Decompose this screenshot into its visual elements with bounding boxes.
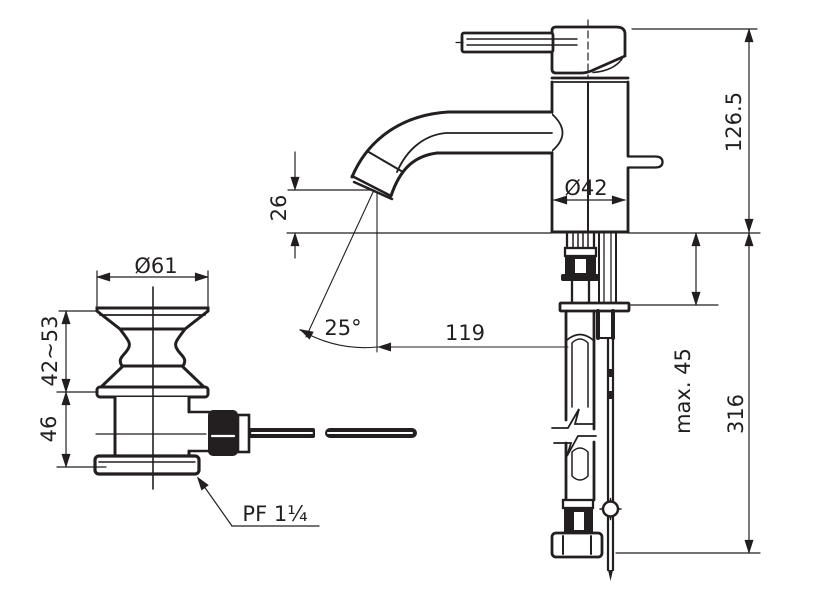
label-thread: PF 1¼ (242, 502, 307, 526)
label-spout-angle: 25° (324, 316, 361, 340)
rod-pivot-ball (601, 500, 620, 518)
dim-spout-angle: 25° (298, 189, 378, 353)
hose-break-symbol (551, 408, 595, 429)
label-below-deck-length: 316 (724, 394, 748, 434)
dim-spout-outlet-height: 26 (267, 151, 300, 259)
label-drain-diameter: Ø61 (134, 254, 177, 278)
label-spout-outlet-height: 26 (267, 195, 291, 222)
spout-tip-face (350, 174, 393, 198)
drain-bottom-collar (93, 454, 201, 476)
faucet-head (550, 19, 627, 78)
dim-height-to-top: 126.5 (722, 28, 754, 233)
drain-centerlines (95, 286, 207, 490)
deck-lines (286, 28, 761, 554)
faucet-body (550, 76, 664, 234)
faucet-view: 126.5 316 max. 45 Ø42 26 (267, 19, 761, 581)
spout-tip-lip (352, 180, 394, 201)
hose-hex-nut (550, 531, 604, 559)
dim-max-deck-thickness: max. 45 (671, 232, 701, 434)
pop-up-rod-horizontal (249, 428, 417, 438)
rod-guide-upper (598, 232, 617, 304)
callout-thread: PF 1¼ (194, 475, 320, 527)
dim-spout-reach: 119 (377, 321, 569, 352)
label-spout-reach: 119 (445, 321, 485, 345)
label-body-diameter: Ø42 (564, 176, 607, 200)
faucet-handle (455, 31, 578, 54)
label-height-to-top: 126.5 (722, 92, 746, 152)
hose-break-symbol (553, 435, 597, 457)
below-deck-assembly (550, 231, 631, 581)
aerator-line (366, 150, 404, 173)
dim-below-deck-length: 316 (724, 232, 754, 554)
supply-hose (550, 309, 604, 559)
label-upper-height-range: 42~53 (38, 315, 62, 386)
faucet-spout (350, 110, 554, 201)
drain-rod-assembly (208, 410, 417, 456)
label-lower-height: 46 (37, 416, 61, 443)
drain-view: Ø61 42~53 46 PF 1¼ (37, 254, 417, 527)
drain-body (113, 395, 211, 459)
pop-up-knob (626, 155, 664, 169)
pop-up-rod-vertical (596, 309, 622, 581)
label-max-deck-thickness: max. 45 (671, 348, 695, 434)
dim-drain-heights: 42~53 46 (37, 310, 107, 468)
threaded-shank (561, 231, 599, 305)
dim-drain-diameter: Ø61 (96, 254, 209, 307)
dim-body-diameter: Ø42 (553, 176, 626, 205)
